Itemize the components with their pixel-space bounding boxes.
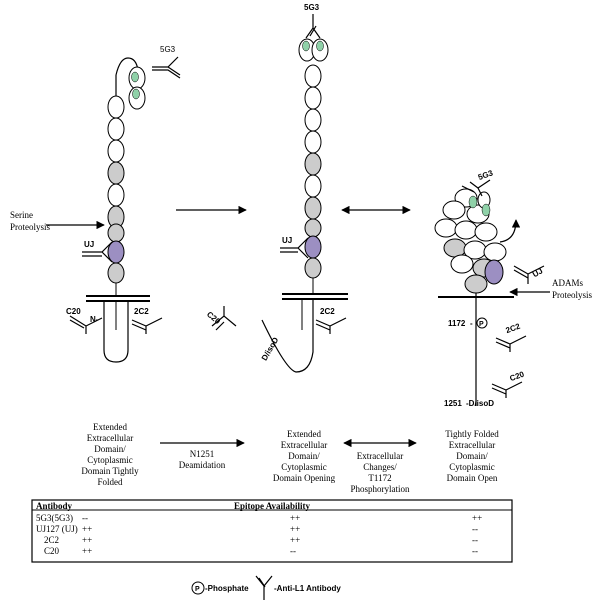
svg-text:++: ++ (290, 513, 300, 523)
legend-phosphate-icon (191, 581, 205, 595)
label-2c2-3: 2C2 (505, 321, 522, 335)
label-5g3-3: 5G3 (477, 168, 495, 182)
svg-text:Deamidation: Deamidation (179, 460, 226, 470)
svg-text:++: ++ (82, 524, 92, 534)
svg-text:Extracellular: Extracellular (281, 440, 327, 450)
svg-text:C20: C20 (44, 546, 60, 556)
epitope-table: Antibody Epitope Availability 5G3(5G3) -… (31, 499, 513, 563)
state-2-description: Extended Extracellular Domain/ Cytoplasm… (273, 429, 336, 483)
antibody-2c2-state-1: 2C2 (131, 307, 163, 334)
table-header-antibody: Antibody (36, 501, 73, 511)
transition-1-label: N1251 Deamidation (179, 449, 226, 470)
l1-molecule-state-1 (86, 57, 150, 363)
svg-text:--: -- (472, 546, 478, 556)
svg-text:P: P (195, 586, 200, 593)
table-row: 2C2 ++ ++ -- (44, 535, 478, 545)
table-header-epitope: Epitope Availability (234, 501, 311, 511)
antibody-5g3-state-2: 5G3 (304, 3, 321, 39)
label-n-term: N- (90, 315, 99, 324)
table-row: 5G3(5G3) -- ++ ++ (36, 513, 482, 523)
svg-text:Domain Opening: Domain Opening (273, 473, 336, 483)
phosphate-p: P (479, 321, 484, 328)
svg-text:Extracellular: Extracellular (357, 451, 403, 461)
state-3-description: Tightly Folded Extracellular Domain/ Cyt… (445, 429, 499, 483)
svg-text:Extracellular: Extracellular (87, 433, 133, 443)
antibody-2c2-state-3: 2C2 (495, 321, 527, 352)
svg-text:--: -- (82, 513, 88, 523)
svg-text:Changes/: Changes/ (363, 462, 397, 472)
label-5g3-2: 5G3 (304, 3, 320, 12)
svg-text:UJ127 (UJ): UJ127 (UJ) (36, 524, 78, 534)
phosphate-circle (476, 317, 488, 329)
svg-text:T1172: T1172 (368, 473, 391, 483)
antibody-c20-state-1: C20 (66, 307, 103, 334)
svg-text:Extended: Extended (93, 422, 127, 432)
svg-text:--: -- (472, 535, 478, 545)
label-1172-dash: - (470, 319, 473, 328)
transition-2-label: Extracellular Changes/ T1172 Phosphoryla… (350, 451, 410, 494)
legend-antibody-icon (255, 575, 273, 600)
svg-text:++: ++ (82, 535, 92, 545)
legend-phosphate-label: -Phosphate (205, 584, 249, 593)
label-2c2-2: 2C2 (320, 307, 335, 316)
table-row: UJ127 (UJ) ++ ++ -- (36, 524, 478, 534)
antibody-c20-state-3: C20 (491, 369, 526, 398)
antibody-c20-state-2: C20 (205, 306, 237, 331)
svg-text:Cytoplasmic: Cytoplasmic (449, 462, 495, 472)
label-1251-disod: -D/isoD (466, 399, 494, 408)
antibody-uj-state-3: UJ (513, 265, 544, 284)
svg-text:Domain/: Domain/ (456, 451, 488, 461)
table-row: C20 ++ -- -- (44, 546, 478, 556)
legend: P -Phosphate -Anti-L1 Antibody (191, 575, 341, 600)
svg-text:Folded: Folded (97, 477, 123, 487)
svg-text:Phosphorylation: Phosphorylation (350, 484, 410, 494)
antibody-5g3-state-1: 5G3 (152, 45, 181, 79)
label-c20-2: C20 (205, 310, 222, 327)
label-serine-proteolysis: Proteolysis (10, 222, 51, 232)
label-5g3-1: 5G3 (160, 45, 176, 54)
label-uj-1: UJ (84, 240, 94, 249)
label-site-1172: 1172 (448, 319, 466, 328)
l1-molecule-state-2 (261, 38, 348, 373)
arrow-curve-state3 (499, 219, 521, 243)
svg-text:2C2: 2C2 (44, 535, 59, 545)
svg-text:Cytoplasmic: Cytoplasmic (87, 455, 133, 465)
svg-text:Domain Tightly: Domain Tightly (81, 466, 139, 476)
antibody-uj-state-2: UJ (280, 236, 309, 259)
svg-text:Extracellular: Extracellular (449, 440, 495, 450)
svg-text:Domain/: Domain/ (288, 451, 320, 461)
svg-text:N1251: N1251 (190, 449, 215, 459)
svg-text:Tightly Folded: Tightly Folded (445, 429, 499, 439)
svg-text:Extended: Extended (287, 429, 321, 439)
5g3-epitope (131, 71, 139, 83)
svg-text:--: -- (290, 546, 296, 556)
label-site-1251: 1251 (444, 399, 462, 408)
label-adams: ADAMs (552, 278, 584, 288)
label-c20-1: C20 (66, 307, 81, 316)
label-uj-2: UJ (282, 236, 292, 245)
svg-text:++: ++ (472, 513, 482, 523)
label-uj-3: UJ (531, 266, 544, 279)
label-serine: Serine (10, 210, 33, 220)
svg-text:++: ++ (290, 535, 300, 545)
label-adams-proteolysis: Proteolysis (552, 290, 593, 300)
legend-antibody-label: -Anti-L1 Antibody (274, 584, 341, 593)
antibody-2c2-state-2: 2C2 (315, 307, 347, 334)
svg-text:Domain Open: Domain Open (447, 473, 498, 483)
svg-text:++: ++ (290, 524, 300, 534)
svg-text:5G3(5G3): 5G3(5G3) (36, 513, 73, 523)
state-1-description: Extended Extracellular Domain/ Cytoplasm… (81, 422, 139, 487)
svg-text:Cytoplasmic: Cytoplasmic (281, 462, 327, 472)
label-c20-3: C20 (509, 369, 526, 383)
svg-text:--: -- (472, 524, 478, 534)
label-2c2-1: 2C2 (134, 307, 149, 316)
l1-molecule-state-3 (434, 188, 514, 406)
antibody-uj-state-1: UJ (82, 240, 113, 263)
svg-text:Domain/: Domain/ (94, 444, 126, 454)
svg-text:++: ++ (82, 546, 92, 556)
